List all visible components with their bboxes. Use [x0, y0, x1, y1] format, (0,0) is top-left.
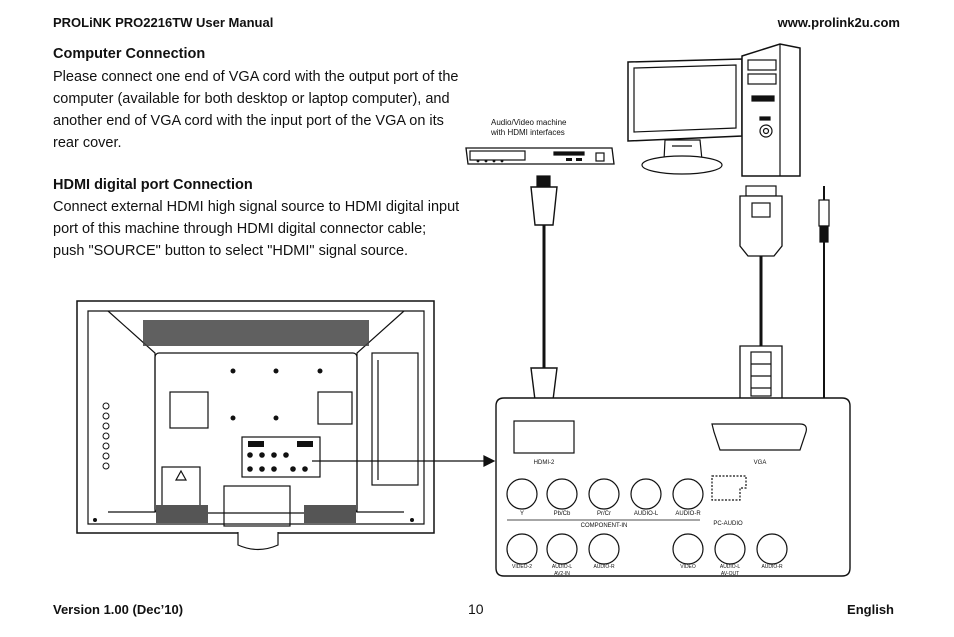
vga-port [711, 423, 807, 451]
computer-monitor-illustration [627, 58, 743, 175]
avout-video-label: VIDEO [680, 564, 696, 570]
tv-rear-illustration [76, 300, 496, 551]
av-machine-label-1: Audio/Video machine [491, 118, 567, 127]
av2-audio-r-label: AUDIO-R [593, 564, 615, 570]
hdmi-connection-title: HDMI digital port Connection [53, 177, 253, 193]
hdmi-port [513, 420, 575, 454]
av2-in-label: AV2-IN [554, 571, 570, 577]
hdmi-cable [530, 175, 558, 421]
language-label: English [847, 602, 894, 617]
avout-audio-l-label: AUDIO-L [720, 564, 741, 570]
av2-audio-l-label: AUDIO-L [552, 564, 573, 570]
pc-audio-label: PC-AUDIO [713, 521, 743, 527]
component-pb-label: Pb/Cb [554, 511, 571, 517]
vga-cable [739, 185, 783, 409]
av2-video-label: VIDEO-2 [512, 564, 532, 570]
manual-title: PROLiNK PRO2216TW User Manual [53, 15, 274, 30]
computer-tower-illustration [741, 43, 801, 177]
page-number: 10 [468, 601, 484, 617]
component-pr-label: Pr/Cr [597, 511, 611, 517]
av-machine-label-2: with HDMI interfaces [490, 128, 565, 137]
component-y-label: Y [520, 511, 524, 517]
connector-panel [495, 397, 851, 577]
hdmi-connection-body: Connect external HDMI high signal source… [53, 199, 460, 259]
website: www.prolink2u.com [777, 15, 900, 30]
vga-port-label: VGA [754, 460, 767, 466]
computer-connection-title: Computer Connection [53, 46, 206, 62]
hdmi-port-label: HDMI-2 [534, 460, 555, 466]
avout-audio-r-label: AUDIO-R [761, 564, 783, 570]
component-audio-l-label: AUDIO-L [634, 511, 659, 517]
av-out-label: AV-OUT [721, 571, 739, 577]
computer-connection-body: Please connect one end of VGA cord with … [53, 69, 459, 151]
component-in-label: COMPONENT-IN [581, 523, 628, 529]
pc-audio-port [711, 475, 747, 501]
version-info: Version 1.00 (Dec’10) [53, 602, 184, 617]
component-audio-r-label: AUDIO-R [675, 511, 701, 517]
av-machine-illustration [465, 147, 615, 165]
